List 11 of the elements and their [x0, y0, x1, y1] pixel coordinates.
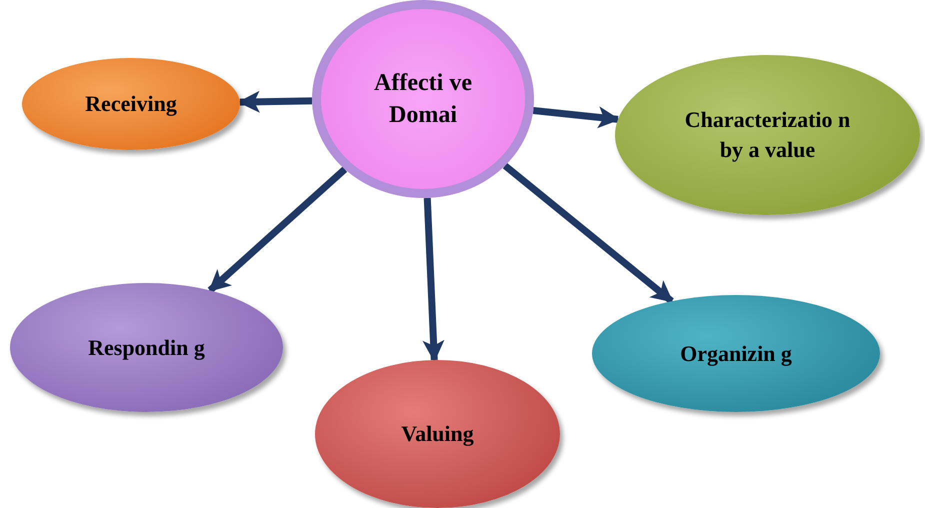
arrow — [502, 162, 674, 304]
node-label: Receiving — [84, 90, 178, 118]
arrow — [208, 166, 348, 294]
node-label: Respondin g — [87, 334, 206, 362]
arrow — [532, 106, 620, 128]
arrow — [238, 90, 312, 113]
arrow — [422, 198, 444, 362]
node-label: Characterizatio n by a value — [684, 106, 852, 164]
node-label: Valuing — [400, 420, 475, 448]
node-label: Affecti ve Domai — [373, 68, 473, 130]
node-label: Organizin g — [679, 340, 793, 368]
